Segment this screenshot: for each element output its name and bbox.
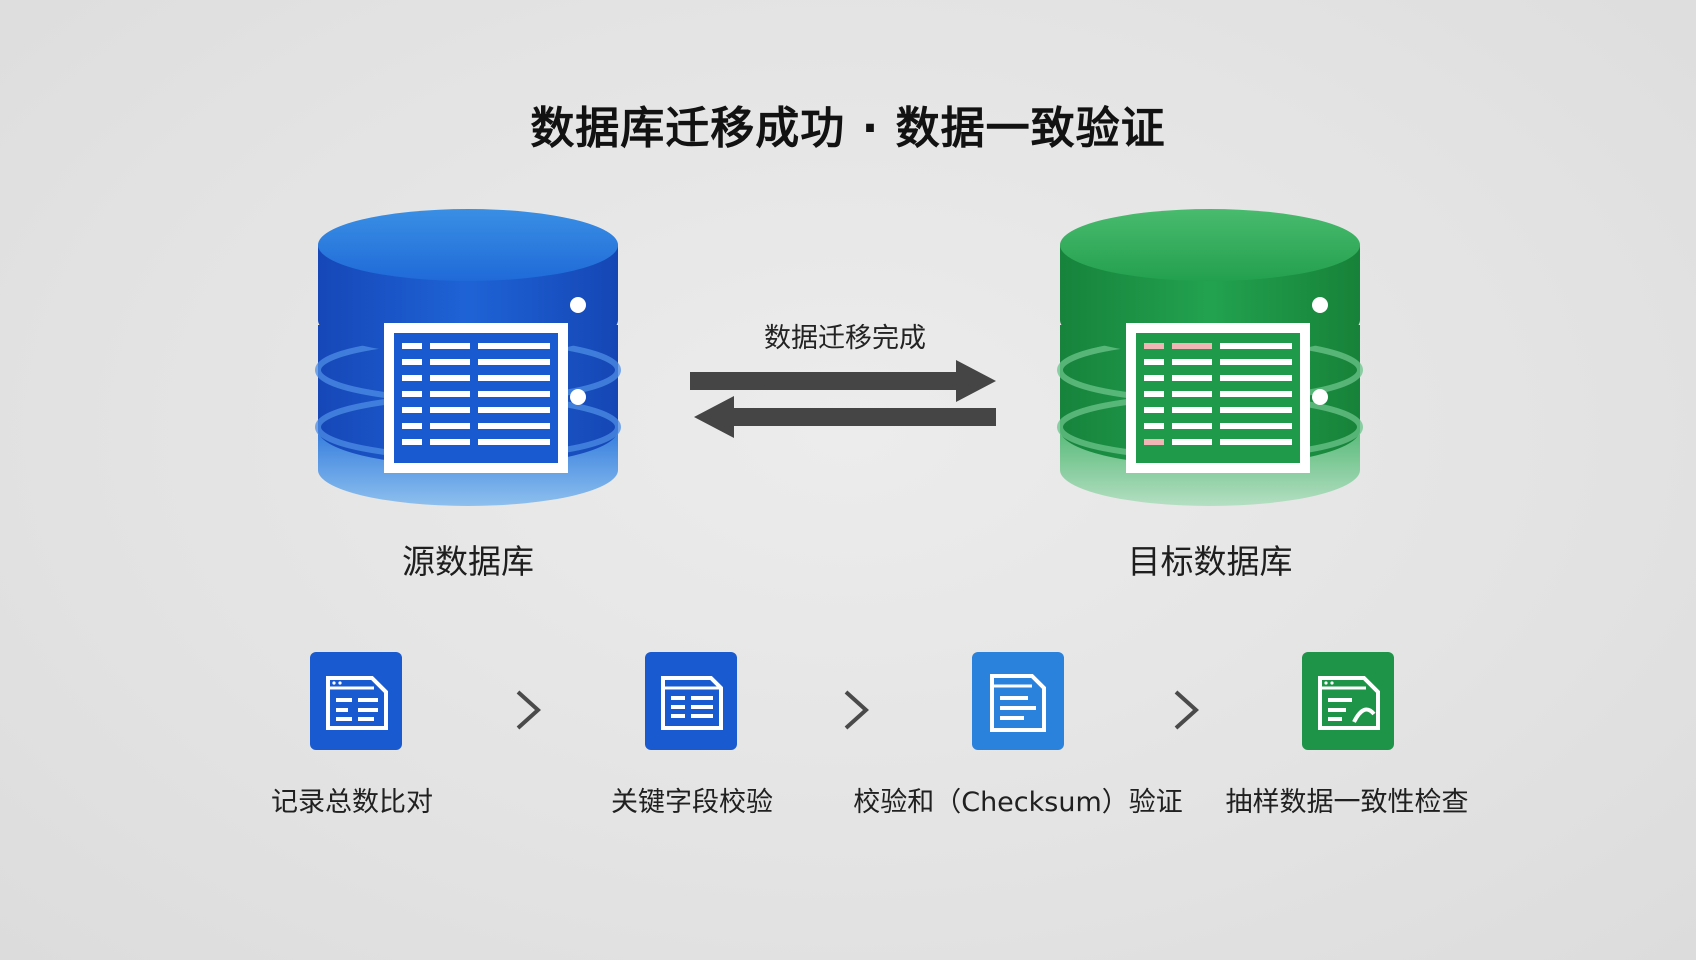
target-database-label: 目标数据库 bbox=[1127, 542, 1293, 581]
document-sample-icon bbox=[1302, 652, 1394, 750]
step-label-checksum: 校验和（Checksum）验证 bbox=[853, 787, 1183, 818]
arrow-right-icon bbox=[690, 360, 996, 402]
step-label-key-fields: 关键字段校验 bbox=[611, 787, 773, 818]
step-label-sample-check: 抽样数据一致性检查 bbox=[1225, 787, 1469, 818]
source-database-icon bbox=[308, 205, 628, 515]
chevron-right-icon bbox=[840, 688, 870, 732]
source-database-label: 源数据库 bbox=[402, 542, 534, 581]
migration-caption: 数据迁移完成 bbox=[764, 323, 926, 354]
chevron-right-icon bbox=[512, 688, 542, 732]
chevron-right-icon bbox=[1170, 688, 1200, 732]
document-list-icon bbox=[310, 652, 402, 750]
migration-arrows: 数据迁移完成 bbox=[680, 310, 1010, 450]
step-label-record-count: 记录总数比对 bbox=[271, 787, 433, 818]
arrow-left-icon bbox=[694, 396, 996, 438]
target-database-icon bbox=[1050, 205, 1370, 515]
document-check-icon bbox=[972, 652, 1064, 750]
page-title: 数据库迁移成功 · 数据一致验证 bbox=[530, 103, 1166, 154]
document-table-icon bbox=[645, 652, 737, 750]
